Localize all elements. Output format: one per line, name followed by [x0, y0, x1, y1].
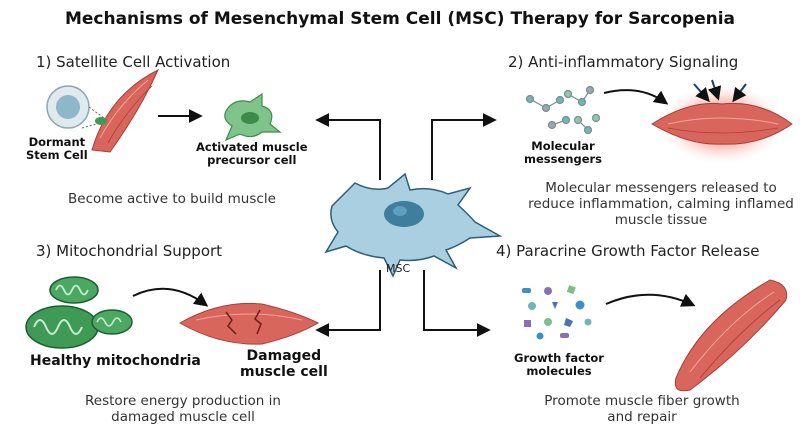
msc-label: MSC [386, 262, 411, 275]
panel-1-description: Become active to build muscle [68, 191, 276, 207]
inflamed-muscle-icon [651, 79, 793, 164]
arrow-to-precursor [315, 113, 381, 180]
panel-3-heading: 3) Mitochondrial Support [36, 242, 223, 260]
panel-4-heading: 4) Paracrine Growth Factor Release [496, 242, 760, 260]
panel-3-desc-line-2: damaged muscle cell [111, 409, 255, 425]
damaged-label-line-2: muscle cell [240, 364, 328, 380]
activated-label-line-1: Activated muscle [196, 140, 308, 154]
arrow-to-messengers [431, 113, 497, 180]
precursor-cell-icon [224, 92, 282, 142]
dormant-label-line-1: Dormant [28, 135, 86, 149]
activated-precursor-label: Activated muscle precursor cell [196, 141, 308, 167]
dormant-label-line-2: Stem Cell [26, 148, 88, 162]
arrow-to-damaged-muscle [315, 270, 381, 337]
arrow-messengers-to-muscle [603, 89, 669, 105]
panel-2-desc-line-3: muscle tissue [614, 212, 708, 228]
damaged-muscle-icon [178, 302, 320, 345]
damaged-label-line-1: Damaged [246, 348, 322, 364]
molecular-messengers-label: Molecular messengers [524, 140, 602, 166]
messengers-label-line-2: messengers [524, 152, 603, 166]
panel-3-description: Restore energy production in damaged mus… [48, 393, 318, 425]
healthy-mitochondria-label: Healthy mitochondria [30, 353, 201, 369]
panel-4-desc-line-1: Promote muscle fiber growth [544, 393, 740, 409]
muscle-fiber-icon-1 [91, 68, 160, 153]
connector-arrows [132, 89, 696, 337]
msc-cell [324, 172, 503, 278]
panel-1-heading: 1) Satellite Cell Activation [36, 53, 231, 71]
damaged-muscle-cell-label: Damaged muscle cell [240, 348, 328, 380]
panel-3-desc-line-1: Restore energy production in [85, 393, 281, 409]
diagram-title: Mechanisms of Mesenchymal Stem Cell (MSC… [64, 9, 736, 29]
dormant-stem-cell-label: Dormant Stem Cell [26, 136, 88, 162]
mitochondria-icon [25, 276, 133, 349]
growth-factor-label: Growth factor molecules [514, 352, 604, 378]
panel-2-description: Molecular messengers released to reduce … [516, 180, 800, 228]
messengers-label-line-1: Molecular [531, 139, 595, 153]
panel-2-desc-line-2: reduce inflammation, calming inflamed [528, 196, 794, 212]
panel-2-heading: 2) Anti-inflammatory Signaling [508, 53, 739, 71]
muscle-fiber-icon-4 [674, 279, 788, 392]
arrow-to-growth-factors [423, 270, 491, 337]
growth-factor-molecules-icon [522, 285, 592, 340]
activated-label-line-2: precursor cell [207, 153, 297, 167]
growth-label-line-2: molecules [526, 364, 592, 378]
arrow-mito-to-muscle [132, 287, 209, 307]
molecular-messengers-icon [525, 85, 601, 135]
panel-4-description: Promote muscle fiber growth and repair [526, 393, 758, 425]
panel-4-desc-line-2: and repair [607, 409, 677, 425]
arrow-growth-to-muscle [605, 293, 696, 307]
dormant-stem-cell-icon [46, 85, 105, 129]
panel-2-desc-line-1: Molecular messengers released to [545, 180, 777, 196]
growth-label-line-1: Growth factor [514, 351, 604, 365]
